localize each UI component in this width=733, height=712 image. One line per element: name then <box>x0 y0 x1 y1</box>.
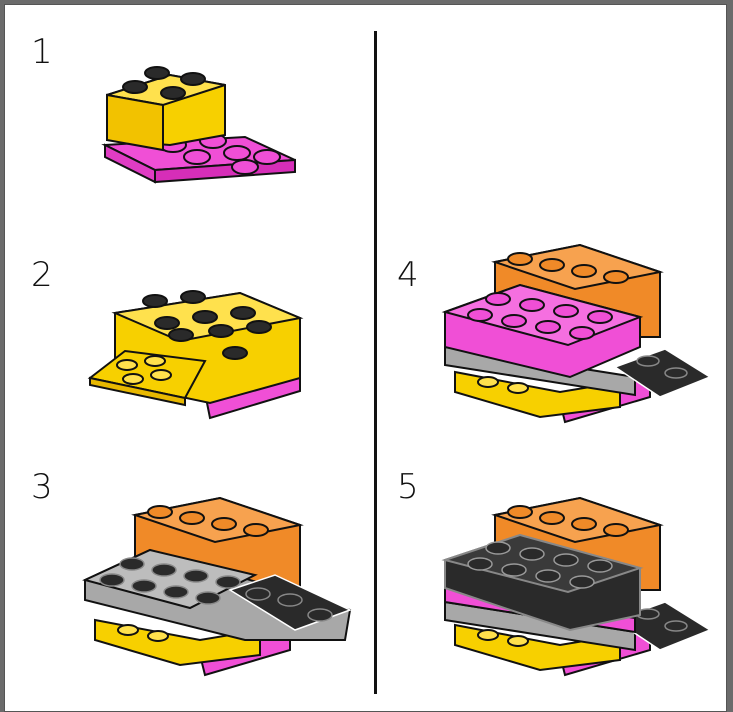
step-number-1: 1 <box>31 35 53 69</box>
step-5-illustration <box>440 490 715 695</box>
step-number-5: 5 <box>397 470 419 504</box>
step-1-illustration <box>95 45 315 220</box>
step-4-illustration <box>440 237 715 442</box>
step-3-illustration <box>80 490 355 690</box>
step-number-3: 3 <box>31 470 53 504</box>
instruction-sheet: 1 2 3 4 5 <box>4 4 727 712</box>
column-divider <box>374 31 377 694</box>
step-2-illustration <box>85 273 315 443</box>
step-number-2: 2 <box>31 258 53 292</box>
step-number-4: 4 <box>397 258 419 292</box>
